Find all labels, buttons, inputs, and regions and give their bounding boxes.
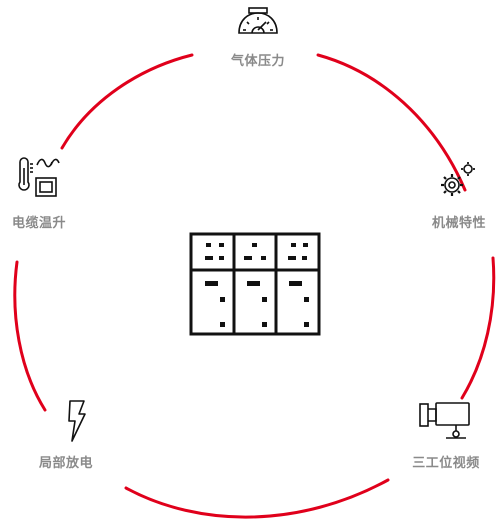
- ring-arc-right: [460, 256, 496, 400]
- lightning-bolt-icon: [68, 400, 86, 442]
- label-cable-temperature-rise: 电缆温升: [11, 216, 67, 231]
- ring-arc-left: [13, 260, 47, 412]
- ring-arc-bottom: [124, 478, 390, 519]
- thermometer-icon: [18, 157, 60, 197]
- label-partial-discharge: 局部放电: [38, 456, 94, 471]
- gears-icon: [441, 162, 475, 196]
- pressure-gauge-icon: [238, 7, 278, 34]
- video-camera-icon: [419, 402, 470, 439]
- switchgear-cabinet-icon: [189, 232, 321, 336]
- ring-arc-top-left: [60, 53, 194, 150]
- label-three-position-video: 三工位视频: [412, 456, 480, 471]
- ring-arc-top-right: [316, 53, 467, 192]
- label-gas-pressure: 气体压力: [230, 54, 286, 69]
- label-mechanical-characteristics: 机械特性: [431, 216, 487, 231]
